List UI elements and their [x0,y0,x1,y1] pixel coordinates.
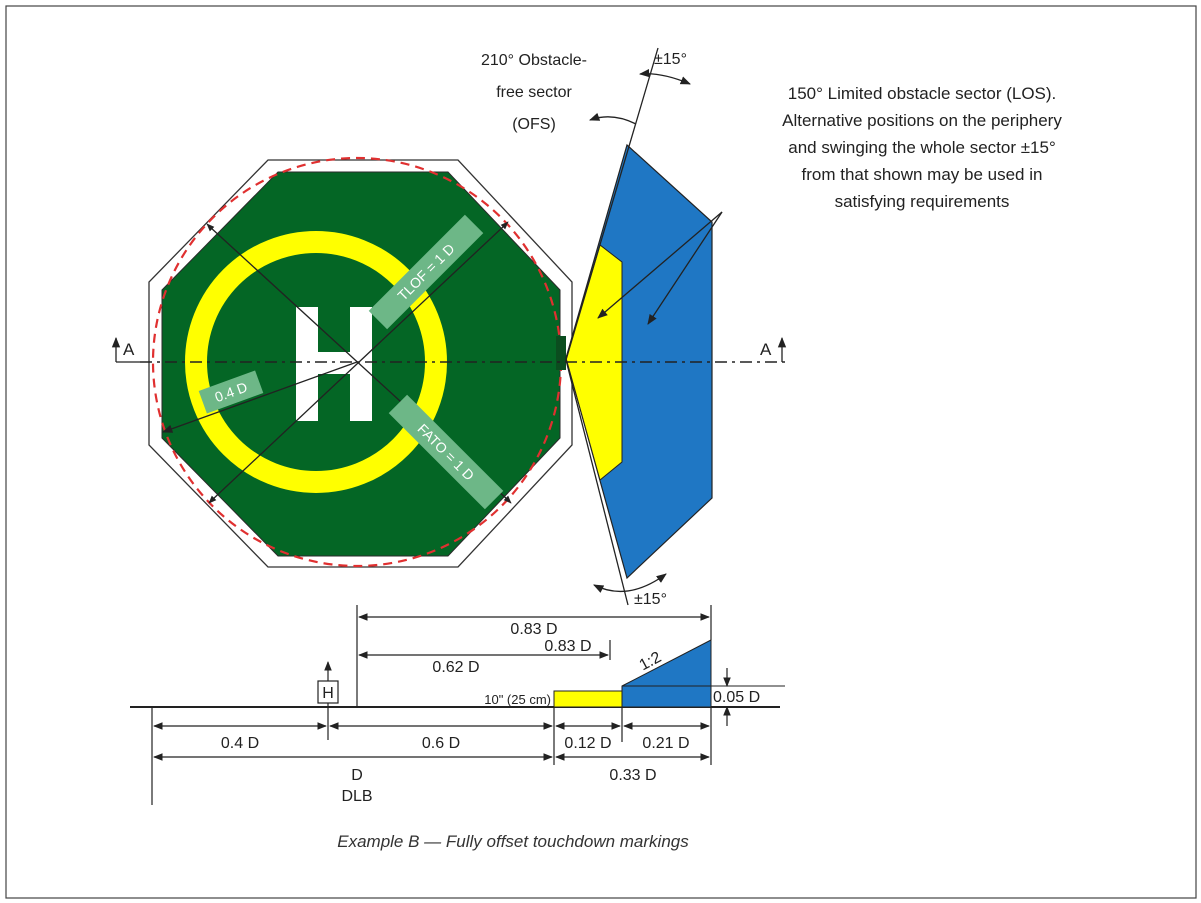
ofs-label-3: (OFS) [512,116,556,133]
los-pointer-blue [647,211,723,325]
dim-083-top-label: 0.83 D [510,621,557,638]
frame-border [5,5,1197,899]
dim-033-label: 0.33 D [609,767,656,784]
h-marker-box [317,680,339,704]
section-label-left: A [123,340,135,359]
ofs-arc [589,112,637,125]
radius-line [162,361,358,433]
dim-04-label: 0.4 D [221,735,259,752]
los-label-1: 150° Limited obstacle sector (LOS). [788,84,1057,103]
los-label-2: Alternative positions on the periphery [782,111,1062,130]
ofs-label-1: 210° Obstacle- [481,52,587,69]
los-label-4: from that shown may be used in [802,165,1043,184]
dim-012-label: 0.12 D [564,735,611,752]
h-marker-label: H [322,685,334,702]
section-tab [556,336,566,370]
dim-021-label: 0.21 D [642,735,689,752]
dim-d-label: D [351,767,363,784]
section-label-right: A [760,340,772,359]
profile-view: 1:2 10" (25 cm) 0.05 D 0.83 D 0.83 D 0.6… [130,605,785,805]
dim-062-label: 0.62 D [432,659,479,676]
los-slope [621,639,712,708]
swing-label-bottom: ±15° [634,591,667,608]
los-label-5: satisfying requirements [835,192,1010,211]
ofs-label-2: free sector [496,84,572,101]
los-pointer-yellow [597,211,723,319]
los-label-3: and swinging the whole sector ±15° [788,138,1056,157]
figure-caption: Example B — Fully offset touchdown marki… [337,832,689,851]
dlb-label: DLB [341,788,372,805]
dim-083-mid-label: 0.83 D [544,638,591,655]
ten-inch-label: 10" (25 cm) [484,692,551,707]
dim-005-label: 0.05 D [713,689,760,706]
swing-arc-bottom [593,573,667,593]
ofs-boundary-top [565,47,659,361]
swing-label-top: ±15° [654,51,687,68]
swing-arc-top [638,69,691,85]
yellow-block [553,690,623,708]
plan-view: TLOF = 1 D FATO = 1 D 0.4 D A A ±15° 210… [111,47,1062,608]
dim-06-label: 0.6 D [422,735,460,752]
ofs-boundary-bottom [565,359,629,606]
